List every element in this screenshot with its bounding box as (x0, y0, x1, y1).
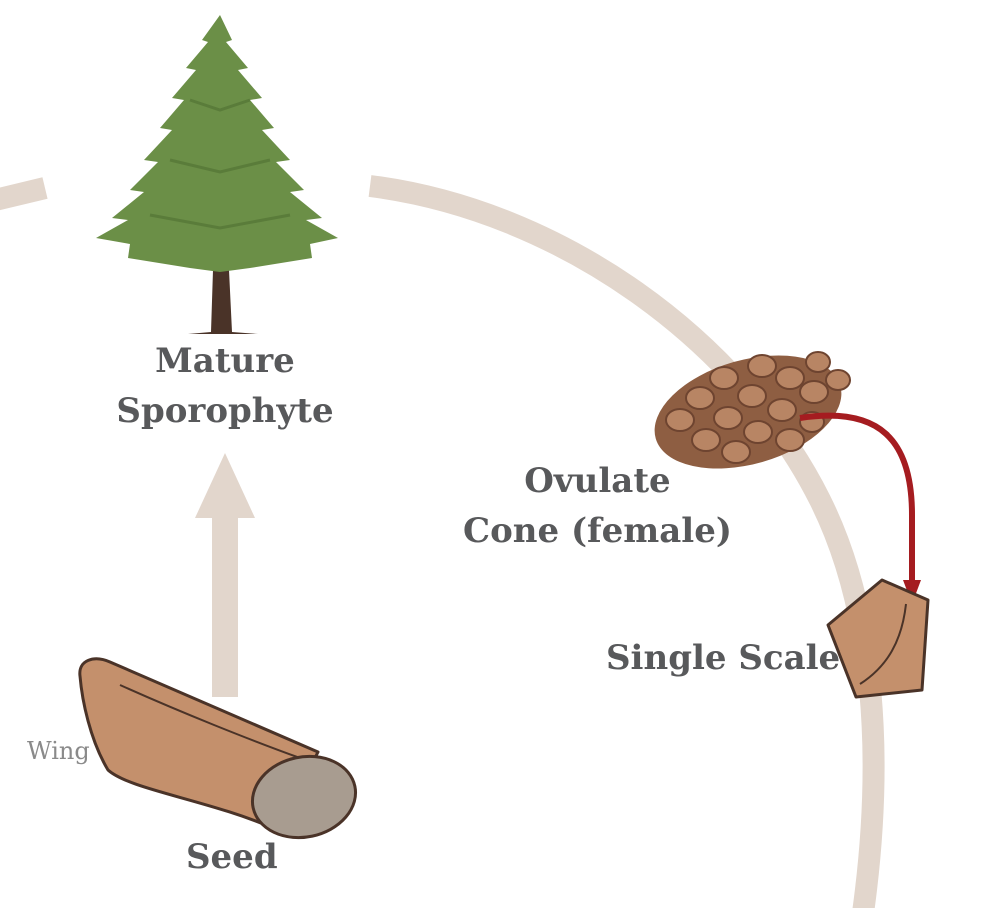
growth-arrow (195, 453, 255, 697)
single-scale-label: Single Scale (606, 638, 841, 678)
seed-label: Seed (186, 837, 278, 877)
ovulate-label-line2: Cone (female) (463, 511, 732, 551)
cycle-track-left (0, 177, 48, 211)
mature-sporophyte-label: Mature Sporophyte (100, 336, 350, 436)
pine-cone-icon (654, 351, 851, 469)
cycle-track-right (368, 175, 885, 908)
scale-icon (826, 578, 930, 699)
ovulate-label-line1: Ovulate (524, 461, 671, 501)
seed-icon (78, 657, 358, 840)
pine-tree-icon (96, 15, 338, 334)
ovulate-cone-label: Ovulate Cone (female) (455, 456, 740, 556)
mature-label-line1: Mature (155, 341, 295, 381)
mature-label-line2: Sporophyte (116, 391, 334, 431)
wing-label: Wing (27, 737, 90, 765)
